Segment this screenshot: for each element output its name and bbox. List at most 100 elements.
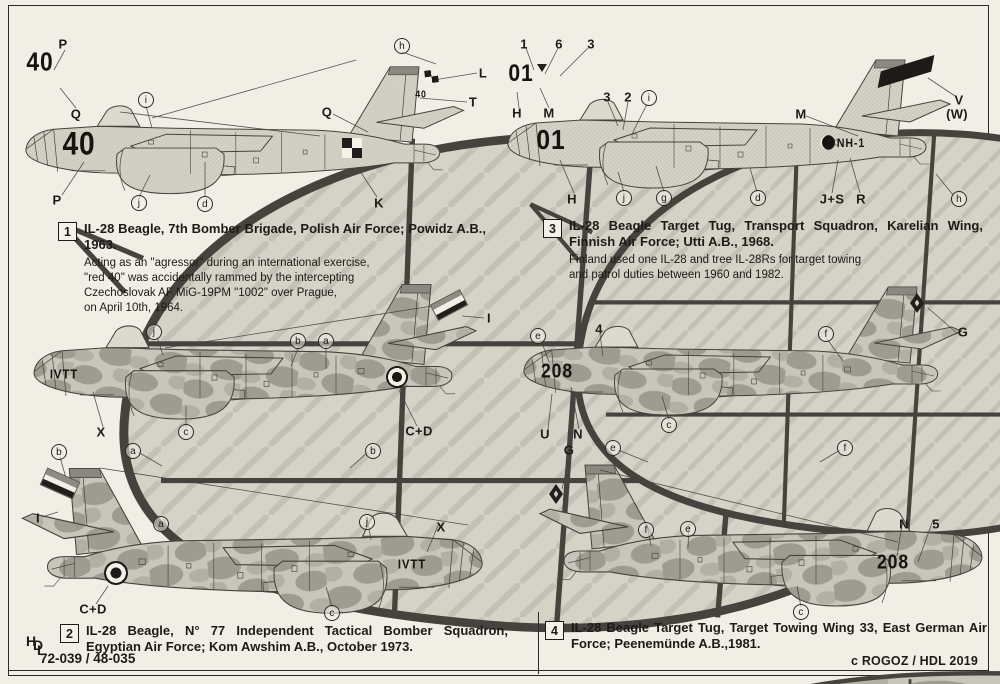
entry-1-title: IL-28 Beagle, 7th Bomber Brigade, Polish… [84,221,486,252]
finnish-closeup-mark [537,64,547,72]
aircraft-code: IVTT [397,556,427,572]
callout-h: H [512,105,522,121]
aircraft-code: NH-1 [836,136,866,150]
callout-6: 6 [555,36,563,52]
entry-2: 2 IL-28 Beagle, N° 77 Independent Tactic… [60,623,508,655]
callout-a: a [153,516,169,532]
callout-v: V [954,92,964,108]
hdl-logo: H D L [26,633,52,658]
callout-a: a [125,443,141,459]
callout-n: N [573,426,583,442]
hdl-logo-letter: D [33,637,44,653]
aircraft-code: 40 [26,46,54,77]
callout-a: a [318,333,334,349]
entry-4: 4 IL-28 Beagle Target Tug, Target Towing… [545,620,987,652]
callout-cd: C+D [405,423,433,439]
callout-p: P [58,36,68,52]
aircraft-code: 208 [876,551,910,574]
callout-x: X [436,519,446,535]
footer-divider [538,612,540,674]
callout-g: g [656,190,672,206]
callout-j: j [131,195,147,211]
callout-h: h [394,38,410,54]
aircraft-code: 40 [415,89,427,101]
aircraft-code: 01 [536,124,566,155]
callout-p: P [52,192,62,208]
callout-c: c [793,604,809,620]
callout-f: f [837,440,853,456]
callout-g: G [957,324,969,340]
callout-n: N [899,516,909,532]
product-code: 72-039 / 48-035 [40,651,136,666]
bottom-rule [8,670,989,671]
egyptian-roundel-right-view [104,561,128,585]
callout-e: e [605,440,621,456]
callout-c: c [324,605,340,621]
callout-j: j [146,324,162,340]
callout-h: h [951,191,967,207]
callout-q: Q [70,106,82,122]
callout-f: f [638,522,654,538]
hdl-logo-letter: H [26,633,37,649]
callout-x: X [96,424,106,440]
callout-3: 3 [587,36,595,52]
finnish-roundel [820,135,835,150]
callout-4: 4 [595,321,603,337]
callout-w: (W) [946,106,968,122]
entry-3: 3 IL-28 Beagle Target Tug, Transport Squ… [543,218,983,283]
entry-3-note: Finland used one IL-28 and tree IL-28Rs … [569,253,862,281]
callout-q: Q [321,104,333,120]
callout-l: L [478,65,488,81]
callout-3: 3 [603,89,611,105]
callout-e: e [680,521,696,537]
entry-2-title: IL-28 Beagle, N° 77 Independent Tactical… [86,623,508,654]
callout-js: J+S [819,191,845,207]
hdl-logo-letter: L [37,642,46,658]
callout-j: j [616,190,632,206]
aircraft-code: 40 [62,125,96,162]
copyright-credit: c ROGOZ / HDL 2019 [851,654,979,668]
entry-2-number: 2 [60,624,79,643]
aircraft-code: IVTT [49,366,79,382]
callout-d: d [750,190,766,206]
callout-g: G [563,442,575,458]
east-german-nacelle-view [669,672,1000,684]
entry-1-number: 1 [58,222,77,241]
callout-j: j [359,514,375,530]
callout-cd: C+D [79,601,107,617]
callout-i: i [138,92,154,108]
entry-4-number: 4 [545,621,564,640]
east-german-fin-emblem-left-view [910,293,924,313]
callout-i: i [641,90,657,106]
callout-b: b [290,333,306,349]
callout-b: b [365,443,381,459]
callout-k: K [374,195,384,211]
entry-1: 1 IL-28 Beagle, 7th Bomber Brigade, Poli… [58,221,486,315]
aircraft-code: 01 [508,60,534,87]
callout-leader-lines [41,47,959,608]
entry-1-note: Acting as an "agressor" during an intern… [84,256,370,314]
polish-checkerboard-fuselage [342,138,362,158]
callout-i: I [36,510,40,526]
callout-m: M [543,105,555,121]
callout-r: R [856,191,866,207]
entry-3-title: IL-28 Beagle Target Tug, Transport Squad… [569,218,983,249]
entry-4-title: IL-28 Beagle Target Tug, Target Towing W… [571,620,987,651]
polish-checkerboard-fin [424,69,439,84]
entry-3-number: 3 [543,219,562,238]
callout-c: c [661,417,677,433]
callout-b: b [51,444,67,460]
callout-c: c [178,424,194,440]
east-german-fin-emblem-right-view [549,484,563,504]
callout-m: M [795,106,807,122]
callout-f: f [818,326,834,342]
callout-u: U [540,426,550,442]
callout-d: d [197,196,213,212]
callout-h: H [567,191,577,207]
callout-t: T [468,94,478,110]
callout-e: e [530,328,546,344]
callout-1: 1 [520,36,528,52]
aircraft-code: 208 [540,360,574,383]
